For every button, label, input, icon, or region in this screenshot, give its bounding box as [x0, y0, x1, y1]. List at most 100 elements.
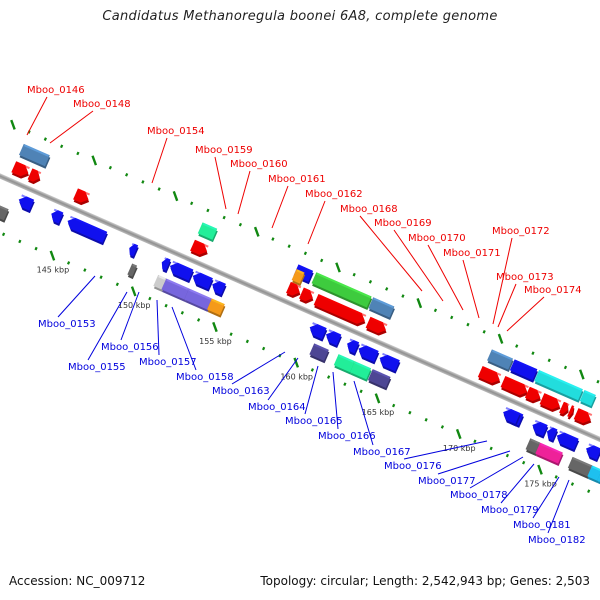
gene-label-forward[interactable]: Mboo_0161 [268, 174, 326, 185]
gene-label-reverse[interactable]: Mboo_0178 [450, 490, 508, 501]
major-tick [497, 333, 504, 344]
gene-label-forward[interactable]: Mboo_0170 [408, 233, 466, 244]
gene-label-reverse[interactable]: Mboo_0181 [513, 520, 571, 531]
cog-box-mint[interactable] [349, 361, 372, 382]
gene-label-reverse[interactable]: Mboo_0157 [139, 357, 197, 368]
cog-box-mint[interactable] [333, 354, 356, 375]
cog-box-gray[interactable] [567, 456, 594, 479]
cog-box-slate[interactable] [309, 343, 331, 364]
gene-arrow-red[interactable] [558, 401, 572, 418]
gene-arrow-blue[interactable] [48, 208, 65, 226]
gene-arrow-blue[interactable] [554, 430, 581, 453]
gene-label-forward[interactable]: Mboo_0168 [340, 204, 398, 215]
gene-arrow-blue[interactable] [16, 194, 36, 214]
gene-arrow-red[interactable] [566, 405, 576, 420]
gene-arrow-blue[interactable] [126, 242, 140, 259]
cog-box-cyan[interactable] [533, 370, 584, 403]
gene-arrow-blue[interactable] [544, 426, 559, 443]
gene-label-forward[interactable]: Mboo_0159 [195, 145, 253, 156]
gene-label-reverse[interactable]: Mboo_0163 [212, 386, 270, 397]
gene-arrow-blue[interactable] [167, 260, 195, 284]
major-tick [49, 250, 56, 261]
gene-arrow-red[interactable] [285, 281, 303, 300]
major-tick [10, 119, 16, 130]
gene-label-reverse[interactable]: Mboo_0176 [384, 461, 442, 472]
kbp-label: 170 kbp [443, 444, 476, 453]
gene-label-forward[interactable]: Mboo_0174 [524, 285, 582, 296]
gene-label-forward[interactable]: Mboo_0160 [230, 159, 288, 170]
cog-box-steelblue[interactable] [368, 297, 396, 320]
gene-arrow-red[interactable] [313, 293, 369, 329]
gene-label-reverse[interactable]: Mboo_0166 [318, 431, 376, 442]
cog-box-purple[interactable] [161, 278, 191, 302]
gene-arrow-blue[interactable] [500, 407, 522, 427]
gene-arrow-blue[interactable] [583, 443, 600, 463]
gene-label-forward[interactable]: Mboo_0172 [492, 226, 550, 237]
minor-tick [271, 237, 275, 241]
minor-tick [34, 246, 38, 251]
cog-box-slate[interactable] [367, 369, 392, 391]
cog-box-blue[interactable] [509, 359, 539, 383]
cog-box-mint[interactable] [197, 222, 219, 243]
gene-label-reverse[interactable]: Mboo_0165 [285, 416, 343, 427]
kbp-label: 165 kbp [362, 408, 395, 417]
gene-arrow-blue[interactable] [189, 270, 214, 292]
gene-arrow-red[interactable] [365, 316, 390, 338]
gene-arrow-red[interactable] [189, 239, 211, 260]
gene-arrow-blue[interactable] [344, 338, 361, 356]
gene-arrow-red[interactable] [298, 287, 316, 306]
gene-arrow-red[interactable] [500, 376, 531, 400]
gene-label-reverse[interactable]: Mboo_0167 [353, 447, 411, 458]
gene-label-reverse[interactable]: Mboo_0182 [528, 535, 586, 546]
gene-arrow-red[interactable] [524, 386, 544, 406]
gene-label-forward[interactable]: Mboo_0169 [374, 218, 432, 229]
cog-box-gray[interactable] [127, 263, 139, 280]
gene-label-forward[interactable]: Mboo_0171 [443, 248, 501, 259]
gene-label-forward[interactable]: Mboo_0148 [73, 99, 131, 110]
cog-box-steelblue[interactable] [18, 143, 51, 169]
leader-line [427, 244, 464, 311]
gene-label-reverse[interactable]: Mboo_0164 [248, 402, 306, 413]
gene-arrow-blue[interactable] [355, 343, 380, 365]
gene-arrow-red[interactable] [573, 408, 595, 428]
gene-label-reverse[interactable]: Mboo_0177 [418, 476, 476, 487]
minor-tick [531, 351, 535, 355]
cog-box-orange[interactable] [206, 298, 226, 318]
gene-arrow-red[interactable] [11, 161, 33, 181]
leader-line [469, 456, 524, 489]
cog-box-gray[interactable] [0, 204, 10, 223]
gene-label-reverse[interactable]: Mboo_0153 [38, 319, 96, 330]
gene-arrow-blue[interactable] [159, 257, 173, 274]
cog-box-cyan[interactable] [579, 389, 597, 409]
gene-label-reverse[interactable]: Mboo_0179 [481, 505, 539, 516]
gene-label-forward[interactable]: Mboo_0146 [27, 85, 85, 96]
gene-label-forward[interactable]: Mboo_0154 [147, 126, 205, 137]
gene-arrow-red[interactable] [72, 188, 92, 207]
leader-line [267, 357, 299, 401]
gene-label-forward[interactable]: Mboo_0162 [305, 189, 363, 200]
gene-arrow-blue[interactable] [529, 419, 549, 439]
gene-arrow-blue[interactable] [306, 322, 328, 342]
cog-box-orange[interactable] [291, 269, 306, 286]
gene-arrow-red[interactable] [539, 393, 564, 414]
gene-label-reverse[interactable]: Mboo_0156 [101, 342, 159, 353]
gene-arrow-red[interactable] [477, 366, 504, 388]
gene-arrow-blue[interactable] [209, 279, 227, 298]
cog-box-skyblue[interactable] [587, 465, 600, 484]
gene-arrow-blue[interactable] [323, 329, 343, 349]
cog-box-green[interactable] [311, 272, 373, 310]
gene-arrow-blue[interactable] [64, 215, 108, 246]
cog-box-magenta[interactable] [534, 442, 564, 466]
cog-box-purple[interactable] [183, 288, 213, 312]
cog-box-steelblue[interactable] [486, 349, 514, 373]
kbp-label: 160 kbp [280, 373, 313, 382]
leader-line [547, 479, 570, 534]
minor-tick [489, 446, 493, 451]
minor-tick [359, 389, 363, 394]
gene-label-reverse[interactable]: Mboo_0155 [68, 362, 126, 373]
gene-label-forward[interactable]: Mboo_0173 [496, 272, 554, 283]
gene-arrow-blue[interactable] [376, 352, 401, 374]
gene-arrow-red[interactable] [27, 168, 44, 186]
gene-label-reverse[interactable]: Mboo_0158 [176, 372, 234, 383]
